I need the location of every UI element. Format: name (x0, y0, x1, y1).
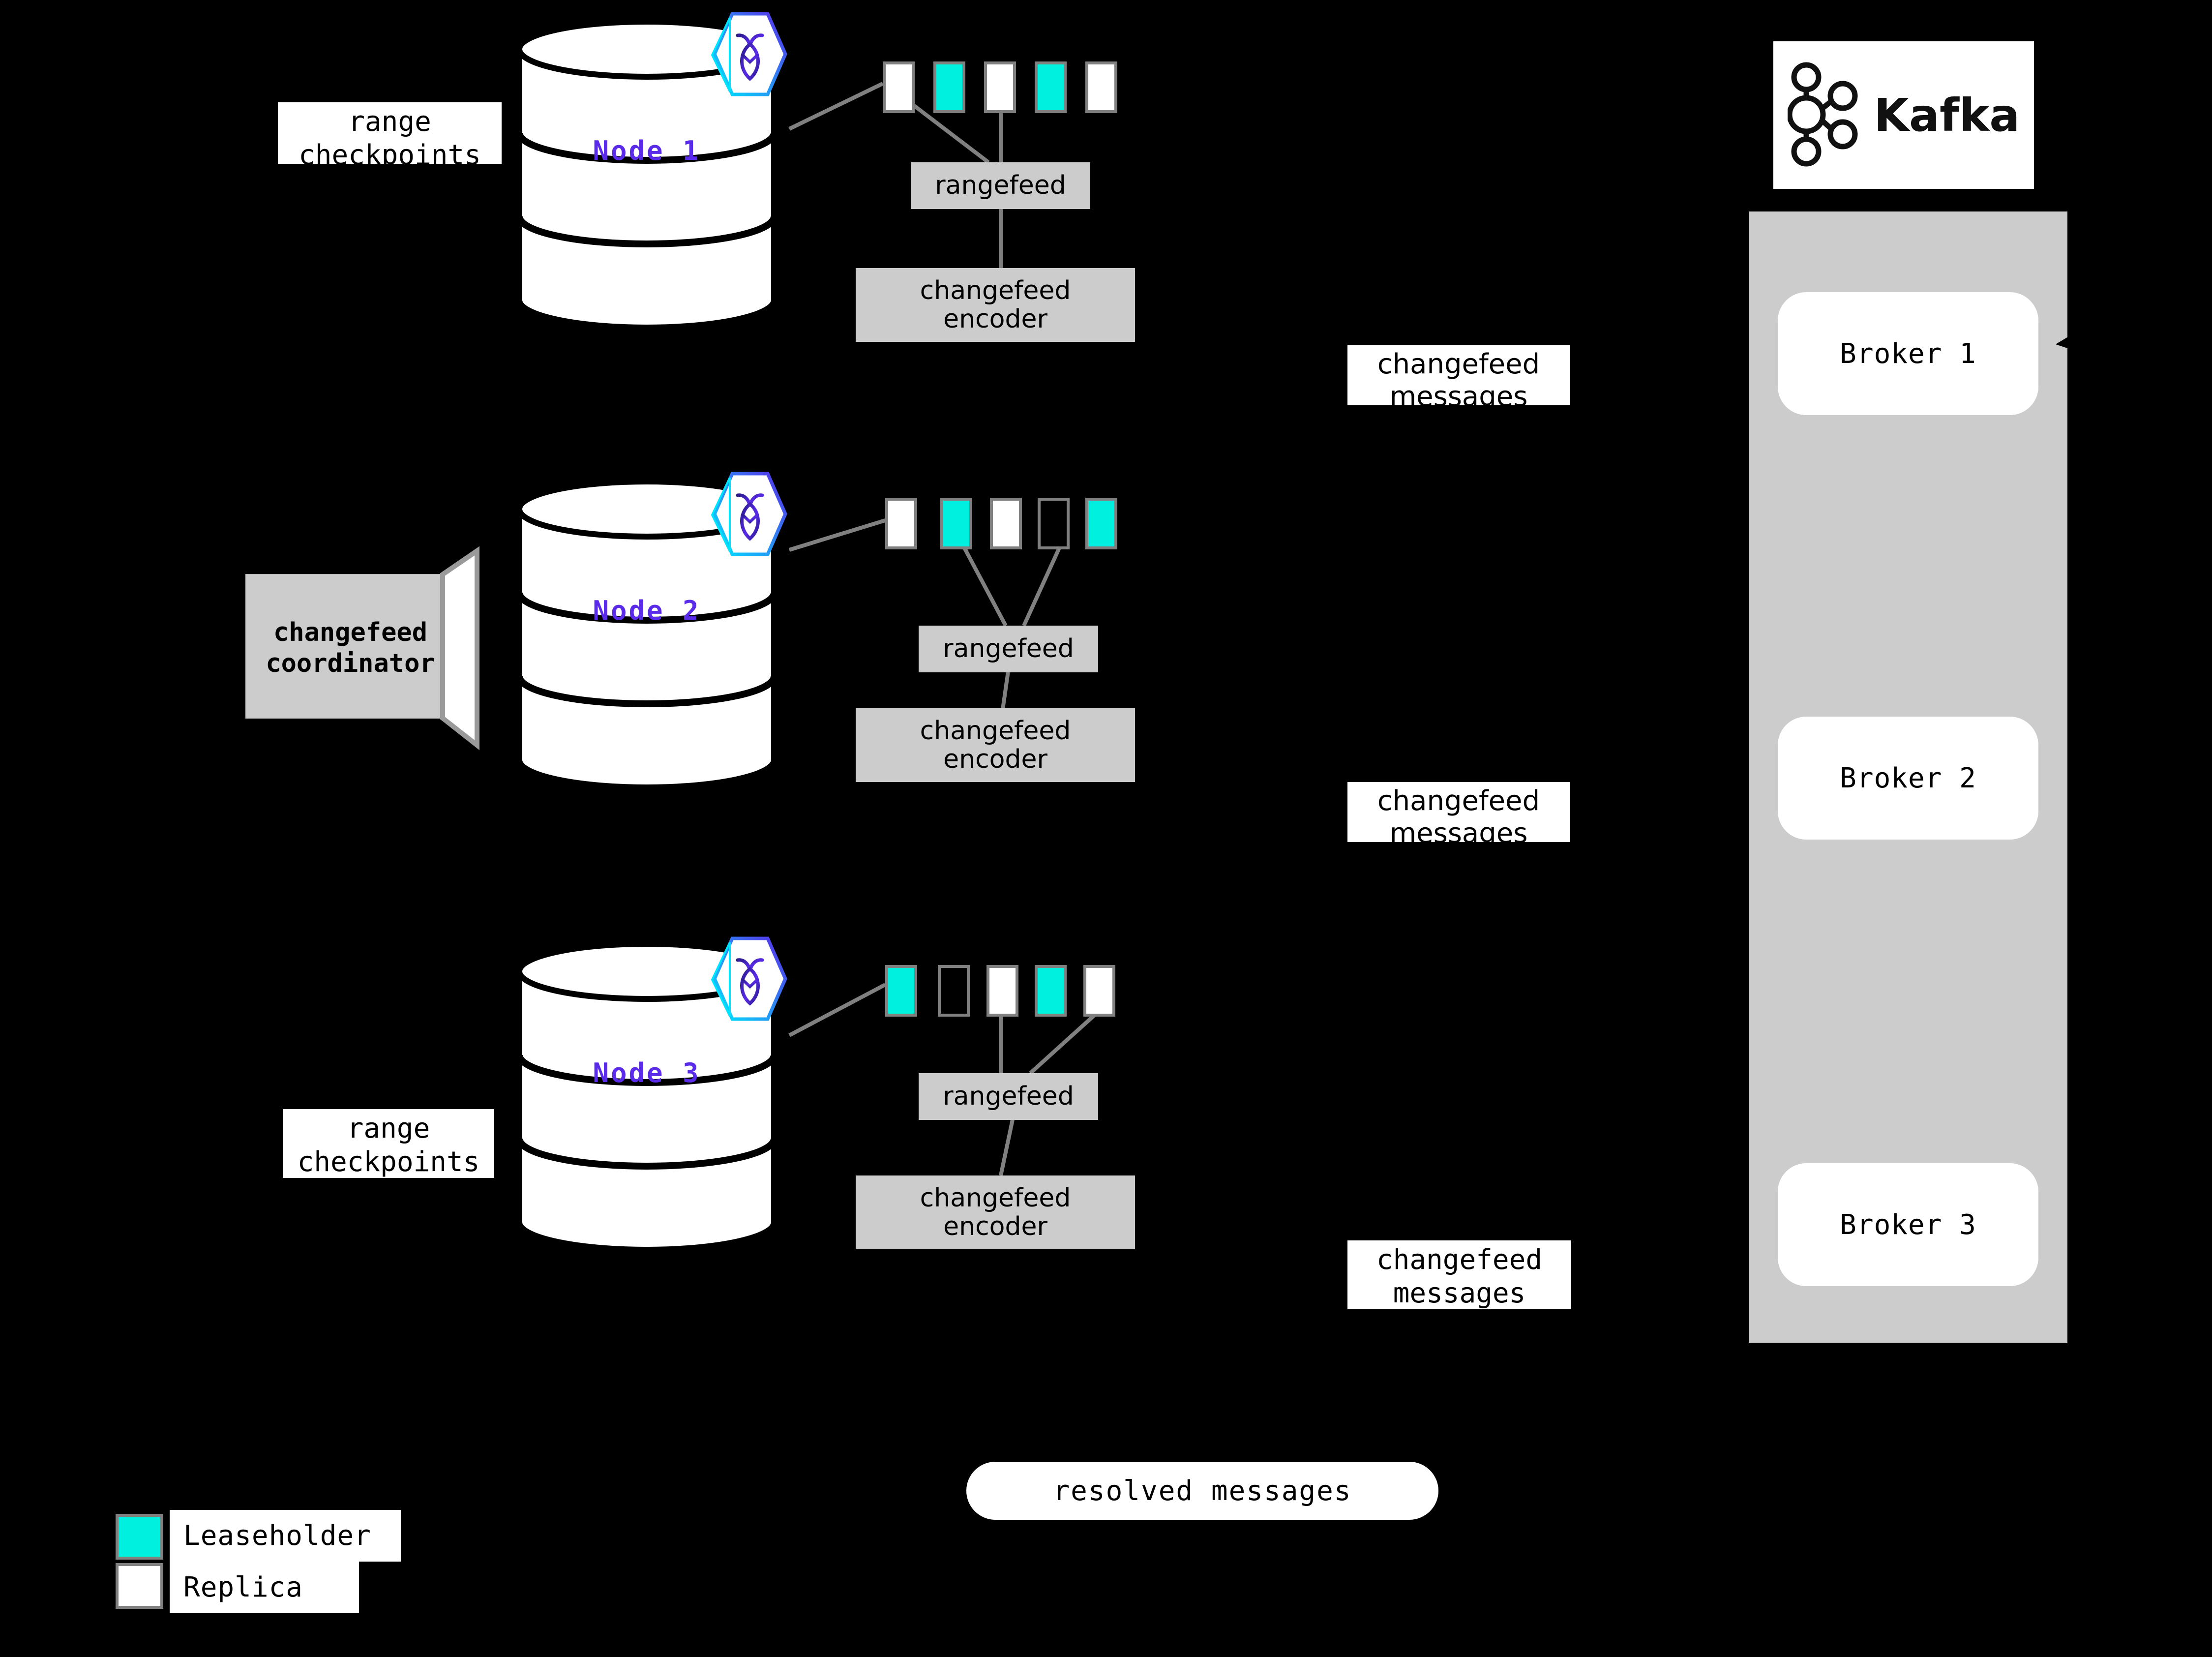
range-box (1085, 498, 1117, 549)
node-1-range-checkpoints-label: range checkpoints (278, 102, 502, 164)
range-box (885, 498, 917, 549)
legend-label-replica: Replica (170, 1562, 359, 1613)
cockroachdb-hexagon-icon (708, 10, 792, 98)
legend-swatch-leaseholder (116, 1514, 163, 1560)
cockroachdb-hexagon-icon (708, 934, 792, 1023)
legend-label-leaseholder: Leaseholder (170, 1510, 401, 1562)
node-3-changefeed-messages-label: changefeed messages (1347, 1240, 1571, 1309)
broker-3-box: Broker 3 (1778, 1163, 2038, 1286)
range-box (986, 965, 1018, 1017)
range-box (933, 61, 965, 113)
node-3-cylinder: Node 3 (516, 941, 777, 1253)
broker-1-box: Broker 1 (1778, 292, 2038, 415)
node-2-label: Node 2 (593, 595, 701, 626)
kafka-inbound-arrowhead (2056, 335, 2070, 349)
kafka-logo: Kafka (1773, 41, 2034, 189)
node-2-cylinder: Node 2 (516, 479, 777, 790)
changefeed-coordinator-label: changefeed coordinator (266, 618, 435, 678)
resolved-messages-pill: resolved messages (966, 1462, 1438, 1520)
range-box (938, 965, 970, 1017)
node-2-rangefeed-box: rangefeed (919, 626, 1098, 672)
node-2-changefeed-encoder-box: changefeed encoder (856, 708, 1135, 782)
node-1-cylinder: Node 1 (516, 19, 777, 331)
changefeed-coordinator-callout: changefeed coordinator (245, 546, 514, 751)
kafka-node-graph-icon (1787, 61, 1861, 169)
range-box (885, 965, 917, 1017)
range-box (883, 61, 915, 113)
node-3-range-checkpoints-label: range checkpoints (283, 1109, 494, 1178)
broker-2-box: Broker 2 (1778, 717, 2038, 840)
range-box (1085, 61, 1117, 113)
range-box (1035, 61, 1067, 113)
node-1-rangefeed-box: rangefeed (911, 162, 1090, 209)
node-3-rangefeed-box: rangefeed (919, 1073, 1098, 1120)
node-1-changefeed-messages-label: changefeed messages (1347, 345, 1570, 405)
cockroachdb-hexagon-icon (708, 470, 792, 558)
range-box (1083, 965, 1115, 1017)
node-1-changefeed-encoder-box: changefeed encoder (856, 268, 1135, 342)
range-box (1035, 965, 1067, 1017)
node-3-changefeed-encoder-box: changefeed encoder (856, 1175, 1135, 1249)
node-3-label: Node 3 (593, 1057, 701, 1088)
kafka-wordmark: Kafka (1874, 89, 2020, 142)
range-box (984, 61, 1016, 113)
range-box (940, 498, 972, 549)
node-2-changefeed-messages-label: changefeed messages (1347, 782, 1570, 842)
node-1-label: Node 1 (593, 135, 701, 166)
legend-swatch-replica (116, 1563, 163, 1609)
range-box (990, 498, 1022, 549)
range-box (1038, 498, 1070, 549)
